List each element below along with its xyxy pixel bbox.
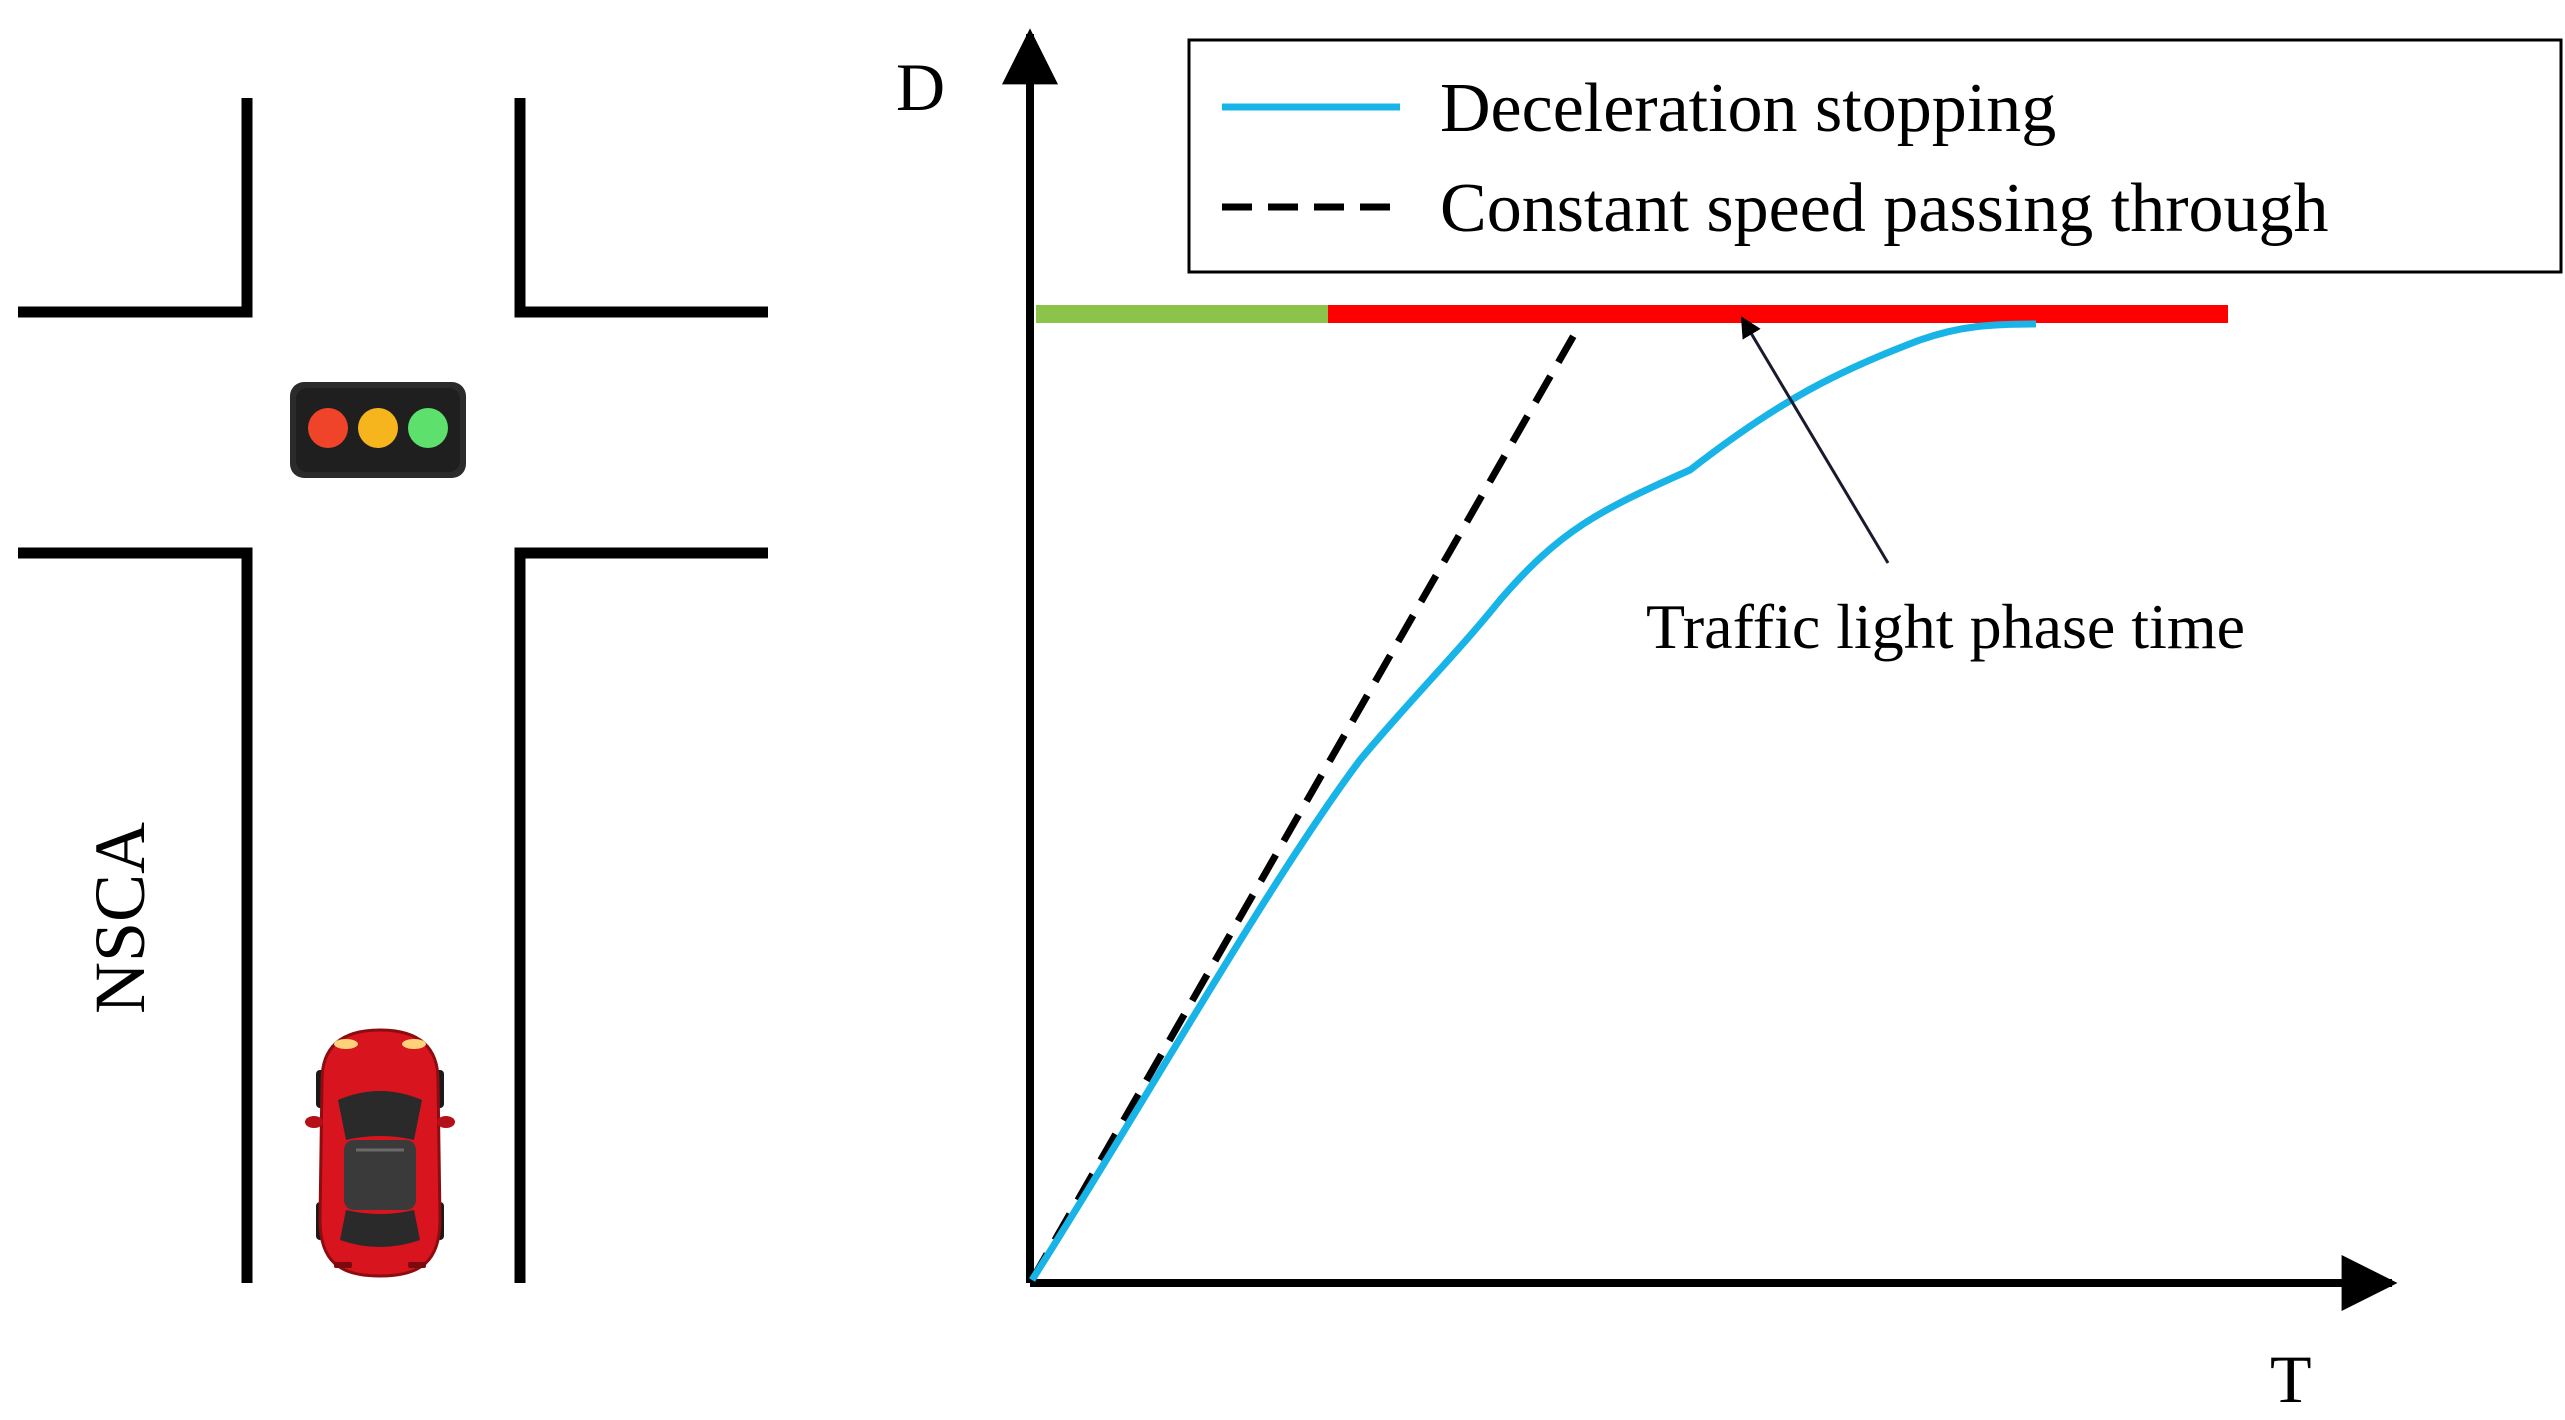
car-roof	[344, 1140, 416, 1210]
deceleration-curve	[1029, 320, 2037, 1282]
legend-label-deceleration: Deceleration stopping	[1440, 70, 2056, 147]
legend-label-constant-speed: Constant speed passing through	[1440, 170, 2329, 247]
legend-item-constant-speed: Constant speed passing through	[1222, 170, 2329, 247]
car-headlight	[334, 1039, 358, 1049]
car-windshield	[338, 1091, 422, 1140]
constant-speed-curve	[1028, 326, 1582, 1282]
car-rear-window	[340, 1210, 420, 1247]
x-axis-label: T	[2270, 1341, 2312, 1417]
annotation-arrow	[1740, 316, 1890, 564]
car-taillight	[408, 1262, 426, 1268]
yellow-lamp	[358, 408, 398, 448]
car-taillight	[334, 1262, 352, 1268]
car-icon	[305, 1028, 455, 1278]
car-headlight	[402, 1039, 426, 1049]
road-label: NSCA	[80, 822, 160, 1014]
y-axis-label: D	[896, 49, 945, 125]
legend-item-deceleration: Deceleration stopping	[1222, 70, 2056, 147]
car-mirror	[305, 1116, 323, 1128]
wall-top-right	[514, 98, 768, 318]
annotation-label: Traffic light phase time	[1646, 591, 2245, 662]
intersection-diagram: NSCA	[18, 98, 768, 1283]
wall-bottom-right	[514, 547, 768, 1283]
wall-bottom-left	[18, 547, 253, 1283]
road-walls	[18, 98, 768, 1283]
distance-time-plot: D T Traffic light phase time Deceleratio…	[896, 28, 2563, 1417]
green-lamp	[408, 408, 448, 448]
wall-top-left	[18, 98, 253, 318]
legend-box	[1187, 38, 2563, 274]
traffic-light-icon	[290, 382, 466, 478]
legend: Deceleration stopping Constant speed pas…	[1187, 38, 2563, 274]
red-lamp	[308, 408, 348, 448]
car-mirror	[437, 1116, 455, 1128]
